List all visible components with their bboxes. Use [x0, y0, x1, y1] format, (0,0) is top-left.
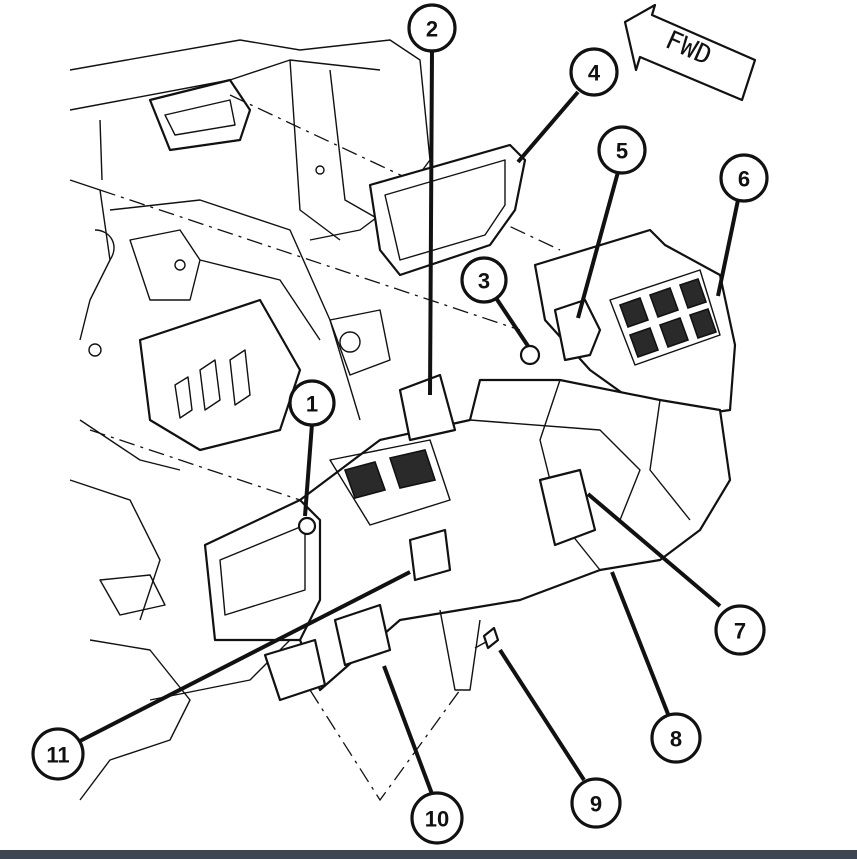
- leader-lines: [77, 49, 740, 795]
- svg-text:8: 8: [670, 727, 682, 752]
- callout-6: 6: [719, 153, 769, 203]
- callout-4: 4: [569, 47, 619, 97]
- svg-text:2: 2: [426, 17, 438, 42]
- callout-3: 3: [460, 256, 508, 304]
- callout-9: 9: [570, 777, 622, 829]
- actuator-5: [553, 298, 602, 362]
- air-inlet-seal: [368, 143, 527, 277]
- svg-text:7: 7: [734, 619, 746, 644]
- callout-10: 10: [410, 791, 464, 845]
- svg-text:3: 3: [478, 269, 490, 294]
- bottom-bar: [0, 850, 857, 859]
- screw-9: [482, 626, 500, 650]
- forward-direction-arrow: FWD: [623, 3, 757, 102]
- callout-5: 5: [597, 125, 647, 175]
- svg-text:1: 1: [306, 392, 318, 417]
- callout-1: 1: [288, 379, 336, 427]
- nut-3: [519, 344, 541, 366]
- svg-text:4: 4: [588, 61, 601, 86]
- svg-text:11: 11: [46, 743, 69, 768]
- vehicle-body-structure: [69, 39, 431, 801]
- svg-text:10: 10: [425, 807, 449, 832]
- callout-8: 8: [650, 712, 702, 764]
- hardware: [297, 298, 602, 650]
- nut-1: [297, 516, 317, 536]
- callout-7: 7: [714, 604, 766, 656]
- callout-2: 2: [407, 3, 457, 53]
- svg-text:6: 6: [738, 167, 750, 192]
- svg-text:9: 9: [590, 792, 602, 817]
- callout-11: 11: [31, 727, 85, 781]
- svg-text:5: 5: [616, 139, 628, 164]
- hvac-main-housing: [203, 373, 732, 702]
- blower-housing: [533, 228, 737, 422]
